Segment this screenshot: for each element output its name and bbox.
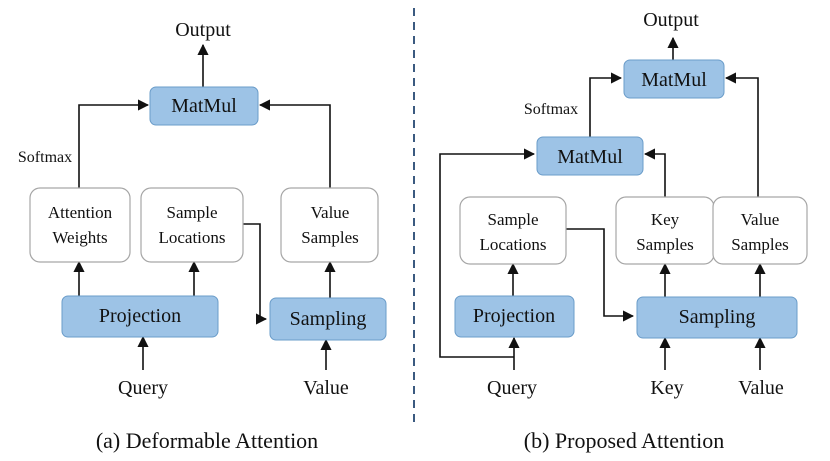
attention-weights-label-line2: Weights <box>52 228 107 247</box>
query-label-b: Query <box>487 377 537 399</box>
projection-box <box>61 295 219 338</box>
query-label: Query <box>118 377 168 399</box>
value-samples-label-b-line2: Samples <box>731 235 789 254</box>
sample-locations-box <box>140 187 244 263</box>
matmul-top-box <box>623 59 725 99</box>
projection-label: Projection <box>99 305 181 327</box>
value-label-b: Value <box>738 377 784 399</box>
arrow-locations-to-sampling-b <box>566 228 635 322</box>
sample-locations-label-line2: Locations <box>158 228 225 247</box>
sample-locations-label-line1: Sample <box>167 203 218 222</box>
softmax-label-b: Softmax <box>524 101 578 118</box>
sampling-box-b <box>636 296 798 339</box>
proposed-attention-diagram: Output MatMul Softmax MatMul Sample Loca… <box>439 9 808 453</box>
value-samples-box-b <box>712 196 808 265</box>
caption-a: (a) Deformable Attention <box>96 428 318 453</box>
matmul-label: MatMul <box>171 95 237 117</box>
caption-b: (b) Proposed Attention <box>524 428 724 453</box>
arrow-locations-to-sampling <box>243 223 268 325</box>
arrow-value-samples-to-top-matmul <box>724 72 759 197</box>
output-label: Output <box>175 19 231 41</box>
arrow-mid-matmul-to-top-matmul <box>589 72 623 137</box>
arrow-value-samples-to-matmul <box>258 99 331 188</box>
sampling-label: Sampling <box>290 308 367 330</box>
value-samples-label-b-line1: Value <box>741 210 780 229</box>
attention-weights-label-line1: Attention <box>48 203 113 222</box>
softmax-label: Softmax <box>18 149 72 166</box>
matmul-mid-box <box>536 136 644 176</box>
sample-locations-label-b-line1: Sample <box>488 210 539 229</box>
output-label-b: Output <box>643 9 699 31</box>
sample-locations-box-b <box>459 196 567 265</box>
key-samples-label-line1: Key <box>651 210 680 229</box>
matmul-top-label: MatMul <box>641 69 707 91</box>
matmul-box <box>149 86 259 126</box>
value-samples-label-line1: Value <box>311 203 350 222</box>
key-samples-label-line2: Samples <box>636 235 694 254</box>
value-samples-label-line2: Samples <box>301 228 359 247</box>
deformable-attention-diagram: Output MatMul Softmax Attention Weights … <box>18 19 387 453</box>
value-samples-box <box>280 187 379 263</box>
attention-weights-box <box>29 187 131 263</box>
arrow-query-bypass-to-mid-matmul <box>439 148 536 358</box>
arrow-key-samples-to-mid-matmul <box>643 148 666 197</box>
sampling-box <box>269 297 387 341</box>
arrow-weights-to-matmul <box>78 99 150 188</box>
sample-locations-label-b-line2: Locations <box>479 235 546 254</box>
projection-box-b <box>454 295 575 338</box>
matmul-mid-label: MatMul <box>557 146 623 168</box>
projection-label-b: Projection <box>473 305 555 327</box>
sampling-label-b: Sampling <box>679 306 756 328</box>
key-label: Key <box>650 377 683 399</box>
value-label: Value <box>303 377 349 399</box>
